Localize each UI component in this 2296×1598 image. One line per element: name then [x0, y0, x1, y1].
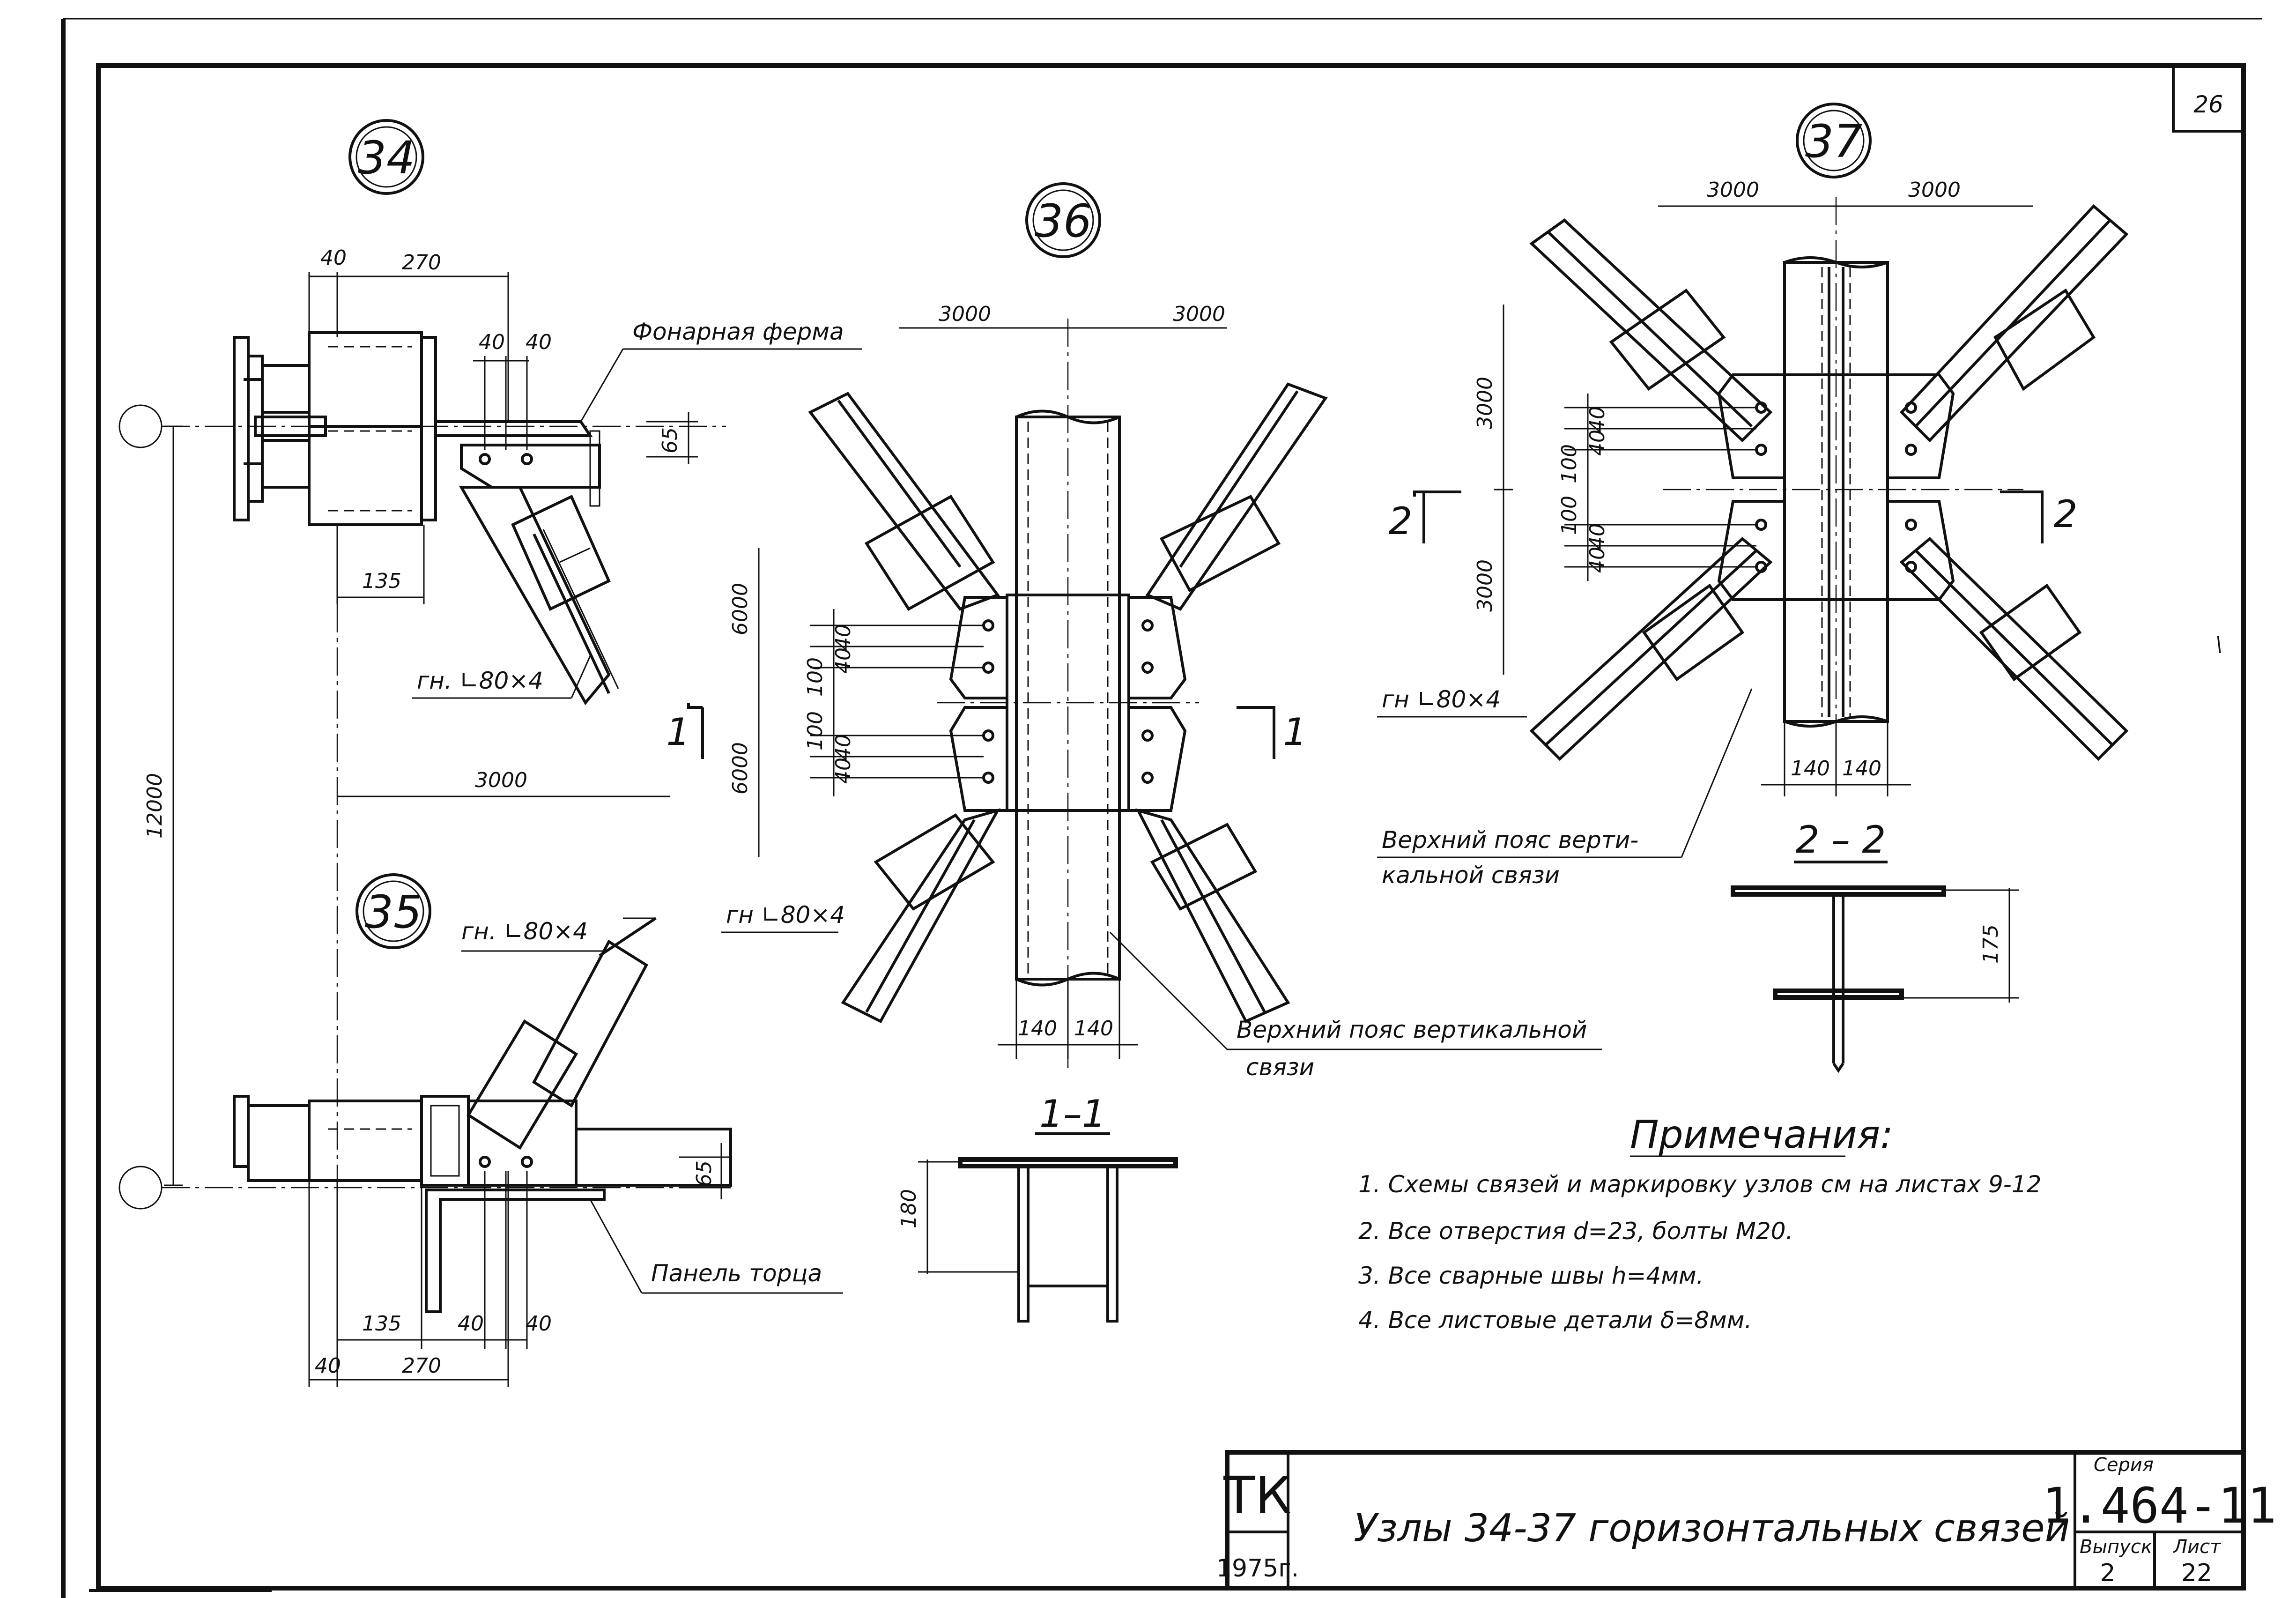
node-37-dim-100-b: 100 — [1557, 496, 1581, 535]
node-34-dim-40-a: 40 — [479, 330, 505, 354]
notes: Примечания: 1. Схемы связей и маркировку… — [1358, 1113, 2041, 1334]
node-37-label-angle: гн ∟80×4 — [1382, 686, 1501, 713]
axis-bubble-bottom — [119, 1166, 163, 1210]
node-36-circle — [1025, 182, 1101, 258]
node-37-dim-140-b: 140 — [1842, 757, 1881, 780]
title-block-series-value: 1.464-11 — [2042, 1477, 2277, 1534]
node-37-dim-3000-bottom: 3000 — [1473, 559, 1497, 612]
sheet-corner-number: 26 — [2193, 91, 2223, 118]
node-35-number: 35 — [365, 886, 422, 938]
node-37-dim-100-a: 100 — [1557, 444, 1581, 483]
title-block-sheet-value: 22 — [2181, 1559, 2212, 1587]
note-4: 4. Все листовые детали δ=8мм. — [1358, 1307, 1752, 1334]
node-36-label-chord-line2: связи — [1246, 1054, 1314, 1081]
dim-12000: 12000 — [143, 773, 167, 839]
node-37-circle — [1796, 103, 1872, 178]
node-37-dim-40-a: 40 — [1585, 406, 1609, 432]
sheet-frame: 26 — [61, 18, 2262, 1598]
node-37-dim-40-d: 40 — [1585, 547, 1609, 573]
node-35-dim-40-b: 40 — [526, 1312, 552, 1336]
node-37-label-chord-line2: кальной связи — [1382, 862, 1560, 889]
node-36-dim-3000-right: 3000 — [1173, 302, 1225, 326]
section-1-1-dim: 180 — [897, 1189, 921, 1228]
node-34: 34 40 270 — [119, 119, 862, 1312]
node-37-dim-40-c: 40 — [1585, 523, 1609, 550]
node-34-circle — [348, 119, 424, 195]
notes-heading: Примечания: — [1630, 1113, 1893, 1157]
section-1-1: 1–1 180 — [897, 1092, 1178, 1323]
node-36-dim-140-a: 140 — [1018, 1017, 1057, 1041]
node-36-section-mark-right: 1 — [1283, 710, 1307, 754]
title-block: ТК 1975г. Узлы 34-37 горизонтальных связ… — [1216, 1450, 2277, 1591]
node-34-dim-270: 270 — [402, 251, 441, 275]
title-block-org: ТК — [1223, 1465, 1291, 1525]
node-36-dim-3000-left: 3000 — [939, 302, 991, 326]
node-37-section-mark-left: 2 — [1389, 499, 1413, 543]
title-block-issue-value: 2 — [2100, 1559, 2115, 1587]
section-2-2: 2 – 2 175 — [1731, 818, 2019, 1073]
node-34-number: 34 — [358, 132, 415, 184]
node-35: 35 гн. ∟80×4 Панель торца 65 — [119, 873, 843, 1387]
node-35-dim-135: 135 — [362, 1312, 401, 1336]
title-block-sheet-label: Лист — [2172, 1536, 2222, 1558]
node-36-dim-40-d: 40 — [831, 758, 855, 784]
node-37-dim-3000-top: 3000 — [1473, 377, 1497, 429]
node-37-dim-140-a: 140 — [1791, 757, 1830, 780]
title-block-series-label: Серия — [2094, 1454, 2154, 1476]
node-34-dim-135: 135 — [362, 569, 401, 593]
node-37-dim-3000-left: 3000 — [1707, 178, 1759, 202]
title-block-year: 1975г. — [1216, 1554, 1299, 1583]
node-35-label-angle: гн. ∟80×4 — [461, 918, 588, 945]
section-2-2-dim: 175 — [1979, 924, 2003, 964]
node-36-dim-6000-top: 6000 — [728, 583, 752, 635]
node-36-dim-40-a: 40 — [831, 624, 855, 650]
node-35-dim-40-left: 40 — [315, 1354, 341, 1378]
node-34-dim-40-b: 40 — [526, 330, 552, 354]
node-36-label-chord-line1: Верхний пояс вертикальной — [1237, 1016, 1587, 1043]
node-36-dim-140-b: 140 — [1074, 1017, 1113, 1041]
node-36-label-angle: гн ∟80×4 — [726, 901, 845, 929]
node-35-dim-270: 270 — [402, 1354, 441, 1378]
node-35-dim-40-a: 40 — [458, 1312, 484, 1336]
node-35-circle — [356, 873, 431, 949]
node-37-dim-40-b: 40 — [1585, 430, 1609, 456]
node-36-dim-40-b: 40 — [831, 647, 855, 674]
node-37-number: 37 — [1805, 115, 1862, 168]
section-2-2-title: 2 – 2 — [1796, 818, 1886, 862]
node-37-label-chord-line1: Верхний пояс верти- — [1382, 826, 1638, 854]
title-block-title: Узлы 34-37 горизонтальных связей — [1354, 1506, 2070, 1551]
node-36-number: 36 — [1035, 195, 1092, 247]
note-2: 2. Все отверстия d=23, болты М20. — [1358, 1218, 1793, 1245]
sheet-footer-mark: \ — [2215, 632, 2222, 656]
node-35-label-panel: Панель торца — [651, 1260, 822, 1287]
node-36-dim-6000-bottom: 6000 — [728, 742, 752, 795]
node-36: 36 3000 3000 — [667, 182, 1602, 1081]
node-36-dim-100-a: 100 — [803, 657, 827, 697]
node-34-dim-3000: 3000 — [475, 768, 527, 792]
node-34-dim-40-left: 40 — [320, 246, 347, 270]
node-36-dim-40-c: 40 — [831, 734, 855, 760]
node-37-dim-3000-right: 3000 — [1908, 178, 1961, 202]
node-34-label-angle: гн. ∟80×4 — [417, 667, 543, 694]
node-34-dim-65: 65 — [658, 427, 682, 453]
node-36-section-mark-left: 1 — [667, 710, 690, 754]
node-36-dim-100-b: 100 — [803, 711, 827, 751]
node-35-dim-65: 65 — [692, 1160, 716, 1187]
axis-bubble-top — [119, 404, 163, 448]
node-37: 37 3000 3000 — [1377, 103, 2129, 889]
note-1: 1. Схемы связей и маркировку узлов см на… — [1358, 1171, 2041, 1198]
title-block-issue-label: Выпуск — [2080, 1536, 2152, 1558]
section-1-1-title: 1–1 — [1039, 1092, 1106, 1136]
note-3: 3. Все сварные швы h=4мм. — [1358, 1262, 1704, 1289]
node-37-section-mark-right: 2 — [2054, 492, 2078, 536]
node-34-label-truss: Фонарная ферма — [632, 318, 844, 345]
